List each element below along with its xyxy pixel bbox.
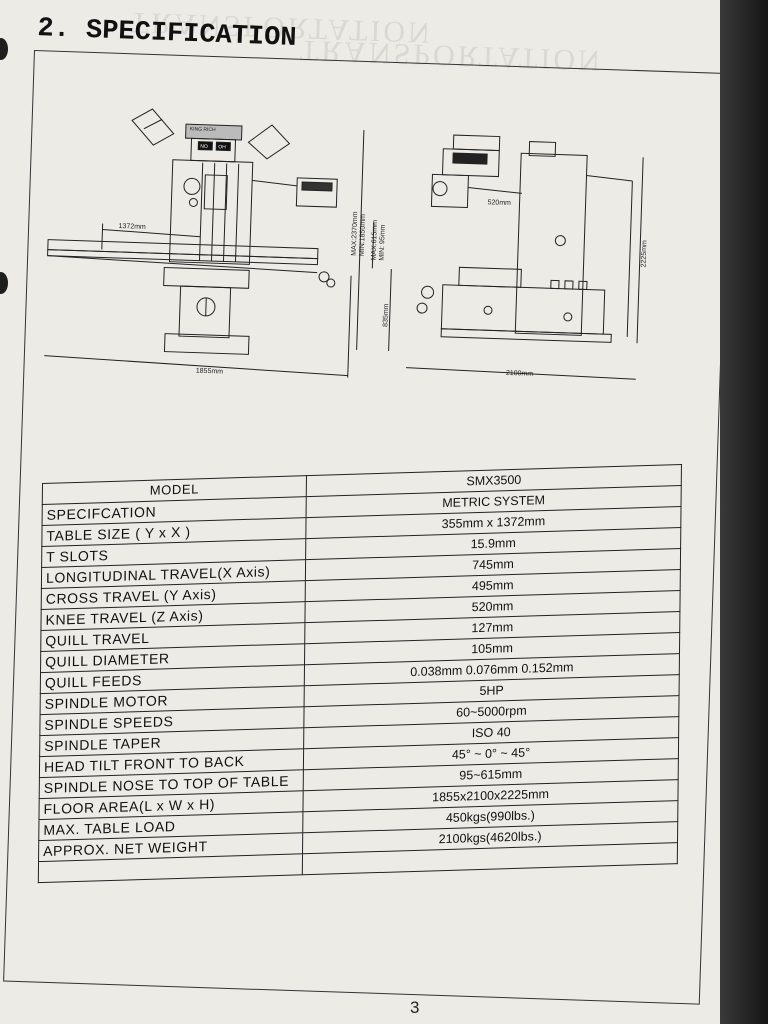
head-badge-right: OH bbox=[218, 144, 226, 150]
head-badge-left: NO bbox=[200, 144, 208, 150]
dim-table-travel: 1372mm bbox=[118, 223, 146, 231]
page-number: 3 bbox=[410, 998, 420, 1017]
dim-table-height: 835mm bbox=[382, 303, 390, 327]
head-badge: KING RICH bbox=[190, 126, 216, 133]
front-view: 1372mm 1855mm bbox=[44, 108, 352, 378]
dim-width: 1855mm bbox=[196, 368, 224, 376]
dim-reach: 520mm bbox=[487, 199, 511, 207]
dim-quill-min: MIN: 95mm bbox=[379, 224, 387, 261]
side-view: 520mm 2100mm bbox=[356, 130, 644, 380]
dim-overall-height: 2225mm bbox=[641, 240, 649, 268]
dim-depth: 2100mm bbox=[506, 370, 534, 378]
background-edge bbox=[720, 0, 768, 1024]
machine-drawing: 1372mm 1855mm 520mm bbox=[44, 108, 649, 380]
dim-height-max: MAX:2370mm bbox=[351, 211, 359, 256]
manual-page: TRANSPORTATION TRANSPORTATION 2. SPECIFI… bbox=[0, 0, 731, 1024]
binder-hole bbox=[0, 38, 8, 60]
binder-hole bbox=[0, 272, 8, 294]
dim-height-min: MIN:1850mm bbox=[359, 214, 367, 256]
dim-quill-max: MAX:615mm bbox=[371, 220, 379, 261]
